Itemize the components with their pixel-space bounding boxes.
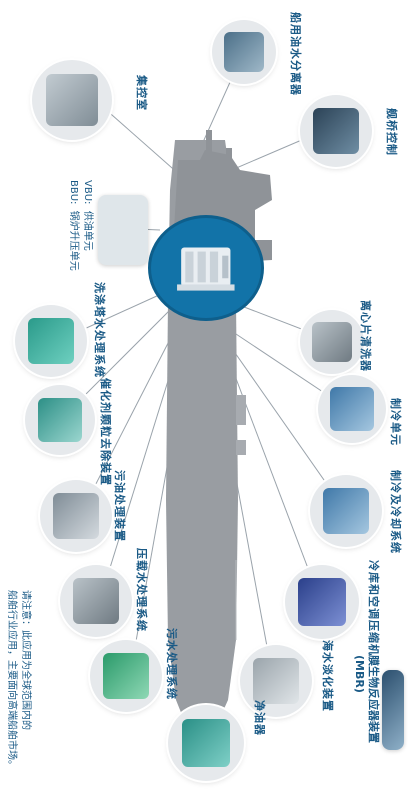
sludge-treatment-image bbox=[40, 480, 112, 552]
label-sludge-treatment: 污油处理装置 bbox=[113, 470, 126, 542]
label-oil-purifier: 净油器 bbox=[253, 700, 266, 736]
label-bridge-control: 舰桥控制 bbox=[385, 108, 398, 156]
oil-water-separator-image bbox=[212, 20, 276, 84]
control-room-image bbox=[32, 60, 112, 140]
refrigeration-unit-image bbox=[318, 375, 386, 443]
label-centrifugal-cleaner: 离心片清洗器 bbox=[359, 300, 372, 372]
main-engine-hub bbox=[148, 215, 264, 321]
engine-icon bbox=[177, 247, 235, 291]
label-cold-storage-ac-compressor: 冷库和空调压缩机 bbox=[367, 560, 380, 656]
compressor-image bbox=[285, 565, 359, 639]
sewage-treatment-image bbox=[90, 640, 162, 712]
refrigeration-cooling-image bbox=[310, 475, 382, 547]
label-refrigeration-unit: 制冷单元 bbox=[389, 398, 402, 446]
label-mbr: 膜生物反应器装置 (MBR) bbox=[353, 655, 380, 743]
footnote-line-2: 船舶行业应用，主要面向高端船舶市场。 bbox=[6, 590, 17, 770]
mbr-unit-image bbox=[382, 670, 404, 750]
label-refrigeration-aircon: 制冷及冷却系统 bbox=[389, 470, 402, 554]
bridge-control-image bbox=[300, 95, 372, 167]
ballast-water-image bbox=[60, 565, 132, 637]
label-scrubber-wash-water: 洗涤塔水处理系统 bbox=[93, 282, 106, 378]
centrifugal-cleaner-image bbox=[300, 310, 364, 374]
label-fresh-water-generator: 海水淡化装置 bbox=[321, 640, 334, 712]
label-centralized-control-room: 集控室 bbox=[135, 75, 148, 111]
label-sewage-treatment: 污水处理系统 bbox=[165, 628, 178, 700]
footnote: 请注意：此应用为全球范围内的 船舶行业应用，主要面向高端船舶市场。 bbox=[4, 590, 32, 770]
scrubber-water-treatment-image bbox=[15, 305, 87, 377]
oil-purifier-image bbox=[168, 705, 244, 781]
label-oil-water-separator: 船用油水分离器 bbox=[289, 12, 302, 96]
vbu-bbu-unit-image bbox=[98, 195, 148, 265]
label-vbu-bbu: VBU: 供油单元 BBU: 锅炉升压单元 bbox=[68, 180, 93, 271]
label-ballast-water: 压载水处理系统 bbox=[135, 548, 148, 632]
fresh-water-generator-image bbox=[240, 645, 312, 717]
catalyst-removal-image bbox=[25, 385, 95, 455]
footnote-line-1: 请注意：此应用为全球范围内的 bbox=[20, 590, 31, 730]
